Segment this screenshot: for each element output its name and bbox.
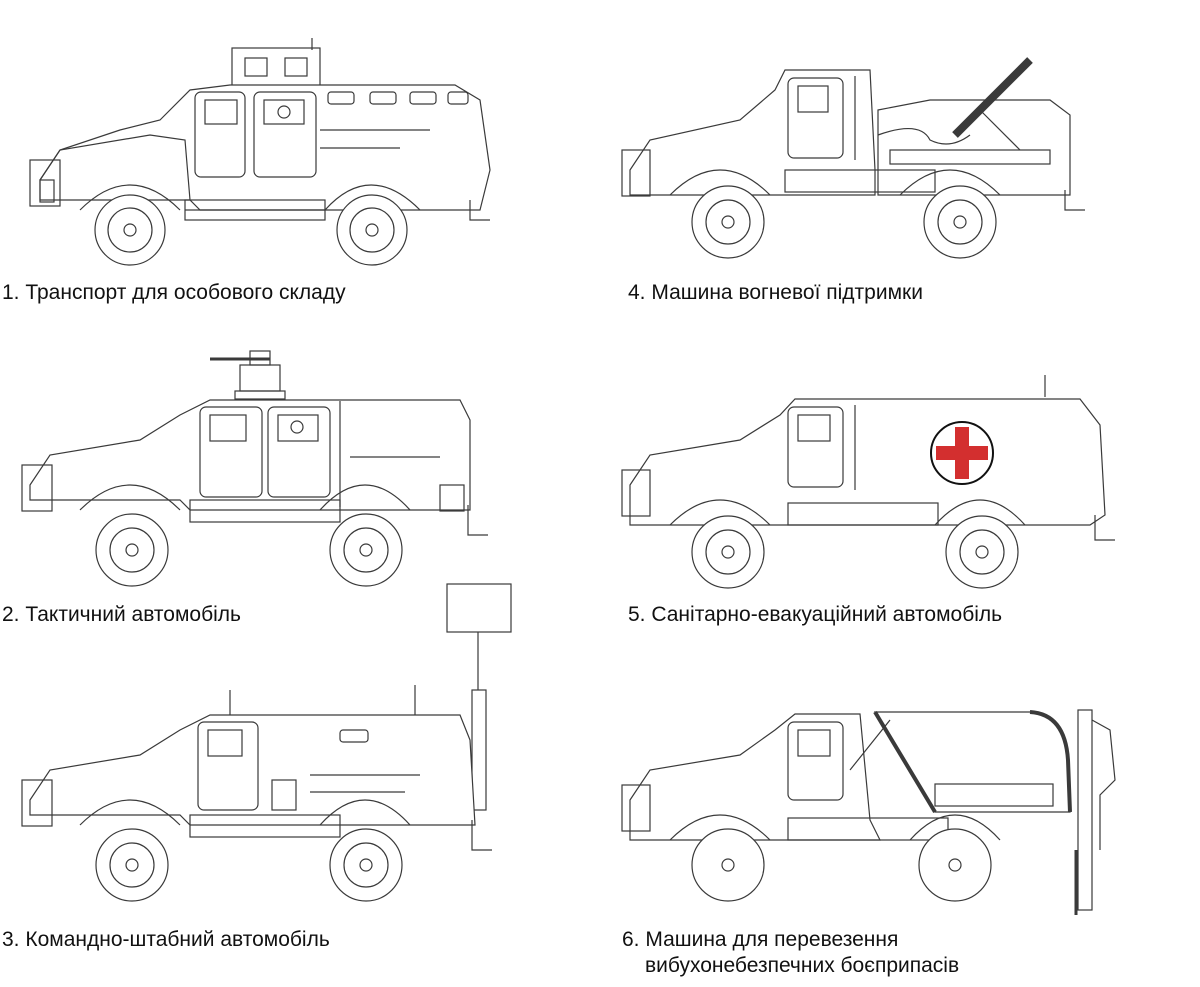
caption-vehicle-6-line-1: 6. Машина для перевезення (622, 928, 899, 951)
caption-vehicle-3: 3. Командно-штабний автомобіль (2, 928, 330, 951)
caption-vehicle-6-line-2: вибухонебезпечних боєприпасів (645, 954, 960, 977)
vehicle-3-drawing (21, 583, 512, 902)
caption-vehicle-5: 5. Санітарно-евакуаційний автомобіль (628, 603, 1003, 626)
vehicle-4-drawing (621, 57, 1085, 259)
caption-vehicle-2: 2. Тактичний автомобіль (2, 603, 241, 626)
red-cross-horizontal (936, 446, 988, 460)
vehicle-6-drawing (621, 709, 1116, 915)
caption-vehicle-4: 4. Машина вогневої підтримки (628, 281, 923, 304)
vehicle-1-drawing (29, 38, 491, 266)
caption-vehicle-1: 1. Транспорт для особового складу (2, 281, 346, 304)
vehicle-2-drawing (21, 350, 488, 587)
vehicle-5-drawing (621, 375, 1115, 589)
